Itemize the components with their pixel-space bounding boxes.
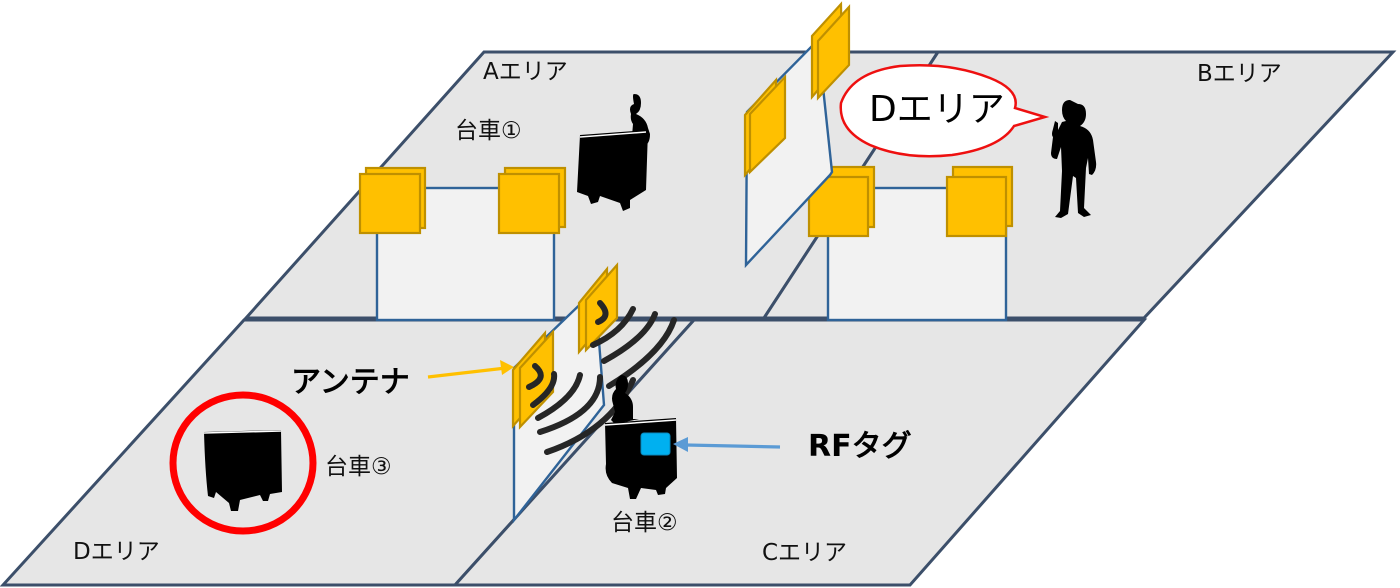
- radio-wave-icon: [530, 371, 558, 408]
- speech-bubble-text: Dエリア: [869, 89, 1005, 130]
- rf-tag-callout-arrow: [685, 443, 781, 449]
- cart-rim: [579, 131, 647, 138]
- cart-1-label: 台車①: [455, 118, 522, 144]
- person-icon: [1051, 100, 1097, 218]
- radio-wave-icon: [537, 374, 603, 435]
- cart-rim: [203, 430, 282, 434]
- cart-3-label: 台車③: [325, 454, 392, 480]
- rf-tag-icon: [640, 432, 671, 456]
- speaker-person: [1051, 100, 1097, 218]
- cart-3: [169, 391, 317, 535]
- person-icon: [611, 375, 639, 424]
- cart-2: [604, 375, 677, 499]
- radio-wave-icon: [595, 300, 609, 325]
- antenna-callout-arrow: [427, 366, 507, 379]
- radio-wave-icon: [544, 377, 636, 455]
- area-b-label: Bエリア: [1197, 61, 1282, 87]
- gate-dc: [511, 262, 677, 524]
- area-a-label: Aエリア: [483, 59, 568, 85]
- radio-wave-icon: [535, 372, 583, 421]
- gate-a: [358, 166, 567, 322]
- highlight-ring: [169, 391, 317, 535]
- speech-bubble-shape: [839, 63, 1050, 158]
- cart-2-label: 台車②: [611, 510, 678, 536]
- radio-wave-icon: [526, 363, 544, 390]
- antenna-callout-label: アンテナ: [291, 365, 410, 400]
- area-c-label: Cエリア: [762, 540, 847, 566]
- rf-tag-callout-label: RFタグ: [808, 429, 912, 464]
- gate-ab: [743, 1, 851, 269]
- antenna-panel-icon: [497, 172, 561, 235]
- radio-wave-icon: [601, 311, 658, 364]
- cart-1: [577, 94, 650, 211]
- arrowhead-icon: [673, 437, 688, 452]
- antenna-panel-icon: [945, 175, 1008, 238]
- gate-b: [807, 165, 1014, 322]
- cart-icon: [204, 430, 282, 511]
- radio-wave-icon: [590, 306, 636, 348]
- antenna-panel-icon: [816, 4, 851, 101]
- antenna-panel-icon: [748, 74, 787, 175]
- antenna-panel-icon: [358, 172, 422, 235]
- cart-icon: [577, 130, 648, 211]
- area-d-label: Dエリア: [73, 539, 160, 565]
- cart-rim: [604, 419, 677, 426]
- arrowhead-icon: [500, 360, 514, 375]
- speech-bubble: Dエリア: [839, 63, 1050, 158]
